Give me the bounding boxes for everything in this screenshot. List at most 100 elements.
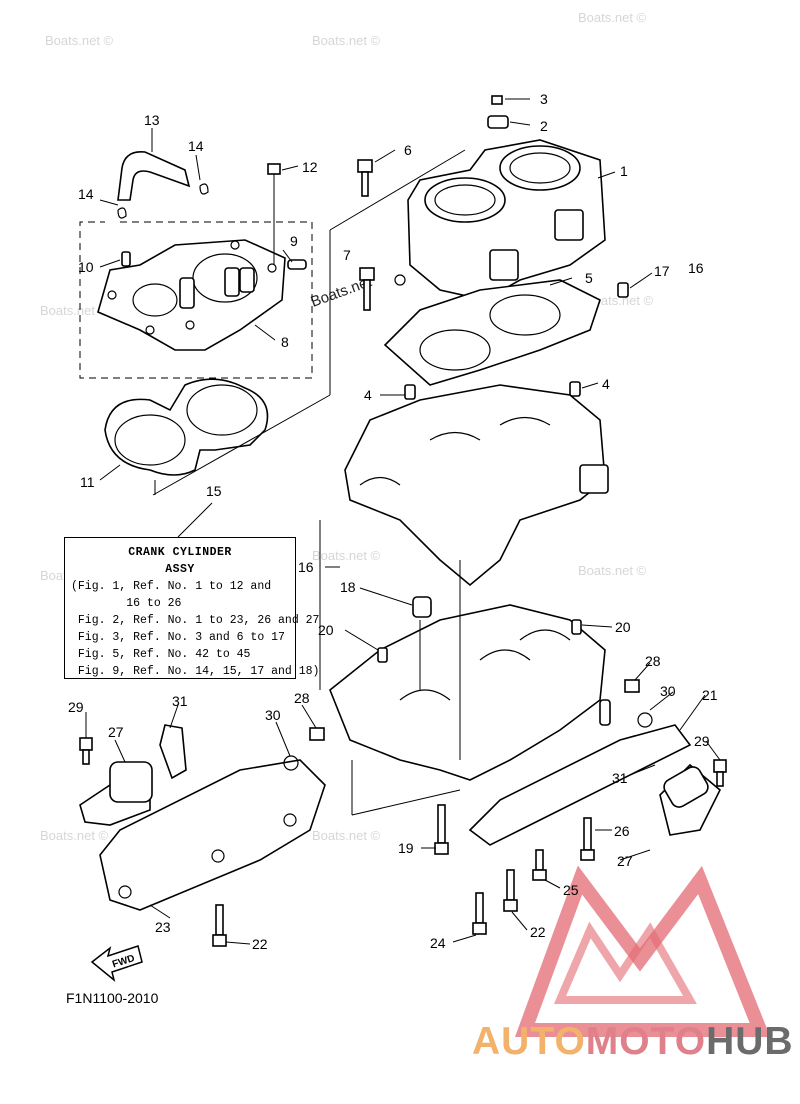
callout-label: 11	[80, 474, 95, 490]
water-hose	[117, 151, 191, 201]
callout-label: 2	[540, 118, 548, 134]
forward-arrow-icon: FWD	[90, 945, 143, 983]
watermark: Boats.net ©	[585, 293, 654, 308]
bolt	[535, 849, 544, 871]
bolt	[309, 727, 325, 741]
callout-label: 25	[563, 882, 579, 898]
leader-lines	[85, 98, 721, 945]
callout-label: 16	[688, 260, 704, 276]
bolt	[472, 922, 487, 935]
engine-mount-right	[468, 699, 692, 846]
callout-label: 4	[364, 387, 372, 403]
brand-part: AUTO	[472, 1020, 586, 1063]
bolt	[580, 849, 595, 861]
base-gasket	[383, 279, 601, 386]
callout-label: 14	[188, 138, 204, 154]
engine-mount-left	[99, 759, 326, 911]
callout-label: 7	[343, 247, 351, 263]
callout-label: 19	[398, 840, 414, 856]
watermark: Boats.net ©	[40, 303, 109, 318]
bolt	[357, 159, 373, 197]
callout-label: 31	[172, 693, 188, 709]
callout-label: 23	[155, 919, 171, 935]
note-line: 16 to 26	[71, 597, 182, 610]
cylinder-head-cover-group	[79, 221, 313, 379]
rubber-damper	[659, 763, 721, 836]
callout-label: 22	[530, 924, 546, 940]
bolt	[267, 163, 281, 265]
dowel-pin	[617, 282, 629, 298]
brand-part: HUB	[706, 1020, 794, 1063]
brand-wordmark: AUTOMOTOHUB	[472, 1020, 794, 1070]
callout-label: 5	[585, 270, 593, 286]
note-line: (Fig. 1, Ref. No. 1 to 12 and	[71, 580, 272, 593]
callout-label: 30	[265, 707, 281, 723]
washer	[283, 755, 299, 771]
assembly-lines	[152, 149, 466, 816]
rubber-damper	[79, 761, 153, 826]
note-line: Fig. 3, Ref. No. 3 and 6 to 17	[71, 631, 285, 644]
lower-crankcase	[329, 604, 606, 781]
dowel-pin	[404, 384, 416, 400]
bolt	[79, 737, 93, 751]
bolt	[716, 771, 724, 787]
callout-label: 14	[78, 186, 94, 202]
watermark: Boats.net ©	[45, 33, 114, 48]
head-gasket	[104, 378, 269, 476]
bolt	[624, 679, 640, 693]
callout-label: 17	[654, 263, 670, 279]
callout-label: 16	[298, 559, 314, 575]
washer	[637, 712, 653, 728]
callout-label: 22	[252, 936, 268, 952]
callout-label: 4	[602, 376, 610, 392]
watermark: Boats.net ©	[40, 828, 109, 843]
bolt	[215, 904, 224, 936]
callout-label: 12	[302, 159, 318, 175]
callout-label: 27	[617, 853, 633, 869]
callout-label: 9	[290, 233, 298, 249]
figure-code: F1N1100-2010	[66, 990, 159, 1006]
callout-label: 26	[614, 823, 630, 839]
brand-logo-icon	[514, 865, 771, 1037]
watermark: Boats.net ©	[312, 828, 381, 843]
callout-label: 20	[318, 622, 334, 638]
assembly-note-box: CRANK CYLINDER ASSY (Fig. 1, Ref. No. 1 …	[64, 537, 320, 679]
dowel	[412, 596, 432, 618]
bolt	[359, 267, 375, 311]
bolt	[506, 869, 515, 901]
hose-clip	[117, 207, 127, 219]
callout-label: 31	[612, 770, 628, 786]
callout-label: 20	[615, 619, 631, 635]
note-title: CRANK CYLINDER	[128, 546, 232, 559]
bolt	[532, 869, 547, 881]
bracket	[159, 724, 187, 780]
callout-label: 27	[108, 724, 124, 740]
callout-label: 18	[340, 579, 356, 595]
watermark: Boats.net ©	[578, 10, 647, 25]
fitting	[287, 259, 307, 270]
cap	[487, 115, 509, 129]
callout-label: 13	[144, 112, 160, 128]
washer	[394, 274, 406, 286]
watermark: Boats.net ©	[312, 33, 381, 48]
dowel-pin	[121, 251, 131, 267]
bolt	[583, 817, 592, 851]
bolt	[475, 892, 484, 924]
bolt	[437, 804, 446, 844]
note-title: ASSY	[165, 563, 195, 576]
callout-label: 10	[78, 259, 94, 275]
watermark: Boats.net ©	[312, 548, 381, 563]
callout-label: 28	[294, 690, 310, 706]
brand-part: MOTO	[585, 1020, 707, 1063]
callout-label: 29	[694, 733, 710, 749]
callout-label: 3	[540, 91, 548, 107]
screw	[491, 95, 503, 105]
callout-label: 24	[430, 935, 446, 951]
bolt	[713, 759, 727, 773]
callout-label: 8	[281, 334, 289, 350]
note-line: Fig. 2, Ref. No. 1 to 23, 26 and 27	[71, 614, 320, 627]
callout-label: 21	[702, 687, 718, 703]
bolt	[503, 899, 518, 912]
